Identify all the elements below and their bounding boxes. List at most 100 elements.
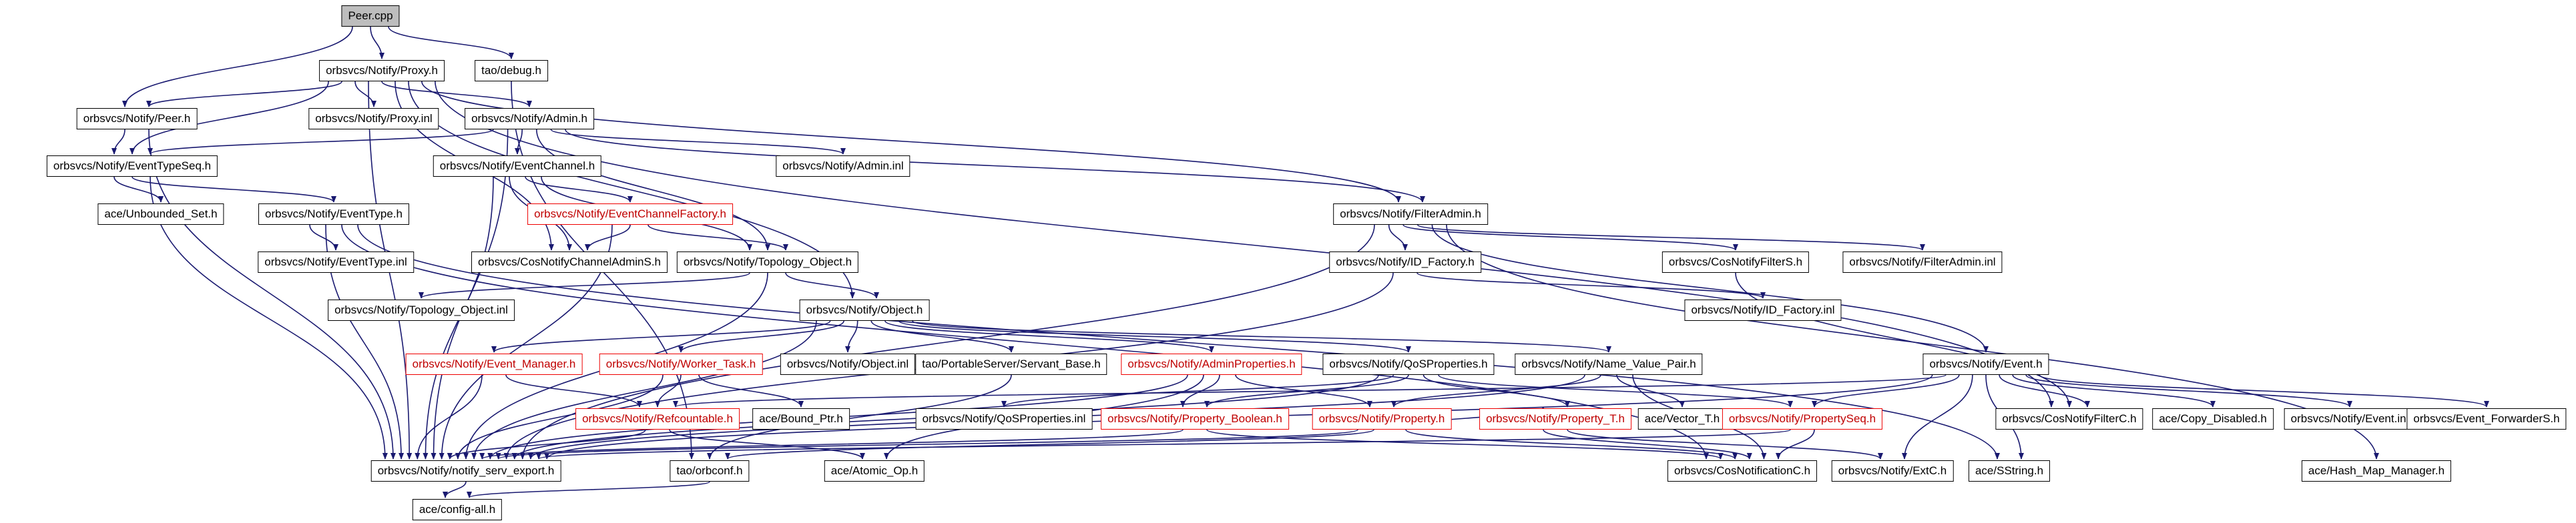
graph-node-proxy_h[interactable]: orbsvcs/Notify/Proxy.h — [319, 60, 445, 82]
include-edge-peer_h-to-eventtypeseq_h — [111, 129, 125, 155]
graph-node-debug_h[interactable]: tao/debug.h — [475, 60, 548, 82]
graph-node-peer_cpp: Peer.cpp — [341, 5, 400, 27]
graph-node-atomic_op_h[interactable]: ace/Atomic_Op.h — [824, 460, 925, 482]
include-edge-eventtypeseq_h-to-unbounded_set_h — [113, 176, 164, 203]
graph-node-eventchannelfactory_h[interactable]: orbsvcs/Notify/EventChannelFactory.h — [527, 203, 733, 225]
include-edge-topology_object_h-to-topology_object_inl — [419, 272, 750, 299]
include-edge-property_t_h-to-extc_h — [1567, 429, 1883, 460]
include-edge-admin_h-to-eventtypeseq_h — [148, 129, 494, 155]
graph-node-topology_object_h[interactable]: orbsvcs/Notify/Topology_Object.h — [676, 251, 859, 274]
include-edge-property_h-to-orbconf_h — [725, 429, 1374, 460]
include-edge-eventtype_h-to-eventtype_inl — [309, 224, 338, 251]
graph-node-worker_task_h[interactable]: orbsvcs/Notify/Worker_Task.h — [599, 354, 763, 376]
graph-node-cosnotifyfilterc_h[interactable]: orbsvcs/CosNotifyFilterC.h — [1995, 408, 2143, 430]
graph-node-adminproperties_h[interactable]: orbsvcs/Notify/AdminProperties.h — [1121, 354, 1302, 376]
include-edge-event_h-to-event_forwarders_h — [2039, 374, 2489, 408]
include-edge-eventchannelfactory_h-to-topology_object_h — [648, 224, 788, 251]
graph-node-admin_inl[interactable]: orbsvcs/Notify/Admin.inl — [776, 155, 911, 177]
include-edge-object_h-to-worker_task_h — [678, 320, 844, 353]
graph-node-orbconf_h[interactable]: tao/orbconf.h — [670, 460, 750, 482]
include-edge-filteradmin_h-to-notify_serv_export_h — [519, 224, 1375, 460]
include-edge-proxy_h-to-peer_h — [146, 81, 342, 107]
graph-node-id_factory_inl[interactable]: orbsvcs/Notify/ID_Factory.inl — [1684, 300, 1842, 322]
graph-node-event_forwarders_h[interactable]: orbsvcs/Event_ForwarderS.h — [2406, 408, 2567, 430]
graph-node-servant_base_h[interactable]: tao/PortableServer/Servant_Base.h — [915, 354, 1107, 376]
include-edge-event_h-to-cosnotifyfilterc_h — [1999, 374, 2090, 408]
graph-node-object_inl[interactable]: orbsvcs/Notify/Object.inl — [780, 354, 916, 376]
graph-node-event_inl[interactable]: orbsvcs/Notify/Event.inl — [2284, 408, 2416, 430]
include-edge-servant_base_h-to-orbconf_h — [707, 374, 1012, 460]
include-edge-admin_h-to-admin_inl — [550, 129, 846, 155]
graph-node-bound_ptr_h[interactable]: ace/Bound_Ptr.h — [752, 408, 850, 430]
include-edge-propertyseq_h-to-notify_serv_export_h — [536, 429, 1791, 460]
graph-node-peer_h[interactable]: orbsvcs/Notify/Peer.h — [76, 108, 198, 130]
graph-node-qosproperties_inl[interactable]: orbsvcs/Notify/QoSProperties.inl — [915, 408, 1093, 430]
graph-node-cosnotifyfilters_h[interactable]: orbsvcs/CosNotifyFilterS.h — [1661, 251, 1810, 274]
graph-node-property_boolean_h[interactable]: orbsvcs/Notify/Property_Boolean.h — [1101, 408, 1289, 430]
include-edge-event_h-to-refcountable_h — [673, 374, 1947, 408]
include-edge-peer_cpp-to-proxy_h — [370, 26, 384, 59]
include-edge-filteradmin_h-to-filteradmin_inl — [1417, 224, 1925, 251]
graph-node-vector_t_h[interactable]: ace/Vector_T.h — [1637, 408, 1727, 430]
graph-node-proxy_inl[interactable]: orbsvcs/Notify/Proxy.inl — [308, 108, 439, 130]
graph-node-filteradmin_h[interactable]: orbsvcs/Notify/FilterAdmin.h — [1333, 203, 1488, 225]
graph-node-qosproperties_h[interactable]: orbsvcs/Notify/QoSProperties.h — [1322, 354, 1495, 376]
include-edge-proxy_h-to-filteradmin_h — [421, 81, 1401, 203]
include-edge-event_h-to-event_inl — [2025, 374, 2352, 408]
include-edge-eventtypeseq_h-to-eventtype_h — [132, 176, 336, 203]
graph-node-event_manager_h[interactable]: orbsvcs/Notify/Event_Manager.h — [405, 354, 583, 376]
include-edge-proxy_h-to-cosnotifyfilterc_h — [435, 81, 2054, 408]
graph-node-eventtype_inl[interactable]: orbsvcs/Notify/EventType.inl — [258, 251, 414, 274]
graph-node-config_all_h[interactable]: ace/config-all.h — [412, 499, 503, 521]
graph-node-hash_map_manager_h[interactable]: ace/Hash_Map_Manager.h — [2301, 460, 2452, 482]
graph-node-name_value_pair_h[interactable]: orbsvcs/Notify/Name_Value_Pair.h — [1515, 354, 1703, 376]
include-edge-eventchannel_h-to-eventchannelfactory_h — [525, 176, 633, 203]
graph-node-eventtype_h[interactable]: orbsvcs/Notify/EventType.h — [258, 203, 409, 225]
include-edge-property_h-to-cosnotificationc_h — [1405, 429, 1738, 460]
include-edge-proxy_h-to-admin_h — [381, 81, 532, 107]
graph-node-object_h[interactable]: orbsvcs/Notify/Object.h — [799, 300, 930, 322]
graph-node-copy_disabled_h[interactable]: ace/Copy_Disabled.h — [2152, 408, 2274, 430]
include-edge-event_manager_h-to-notify_serv_export_h — [415, 374, 483, 460]
include-edge-peer_cpp-to-debug_h — [388, 26, 514, 59]
include-edge-object_h-to-servant_base_h — [870, 320, 1014, 353]
include-edge-id_factory_h-to-id_factory_inl — [1416, 272, 1766, 299]
include-edge-object_h-to-adminproperties_h — [884, 320, 1214, 353]
graph-node-eventtypeseq_h[interactable]: orbsvcs/Notify/EventTypeSeq.h — [46, 155, 218, 177]
include-edge-object_h-to-object_inl — [845, 320, 858, 353]
include-edge-topology_object_h-to-object_h — [785, 272, 879, 299]
graph-node-eventchannel_h[interactable]: orbsvcs/Notify/EventChannel.h — [433, 155, 602, 177]
include-edge-object_h-to-name_value_pair_h — [912, 320, 1611, 353]
graph-node-admin_h[interactable]: orbsvcs/Notify/Admin.h — [465, 108, 594, 130]
graph-node-propertyseq_h[interactable]: orbsvcs/Notify/PropertySeq.h — [1722, 408, 1883, 430]
graph-node-refcountable_h[interactable]: orbsvcs/Notify/Refcountable.h — [575, 408, 740, 430]
include-edge-proxy_h-to-proxy_inl — [354, 81, 376, 107]
include-edge-filteradmin_h-to-event_h — [1431, 224, 1989, 353]
include-edge-object_h-to-qosproperties_h — [898, 320, 1411, 353]
include-edge-property_boolean_h-to-cosnotificationc_h — [1206, 429, 1724, 460]
include-edge-cosnotifyfilters_h-to-cosnotifyfilterc_h — [1735, 272, 2072, 408]
include-edge-eventtype_h-to-sstring_h — [357, 224, 2000, 460]
include-edge-worker_task_h-to-notify_serv_export_h — [455, 374, 664, 460]
include-edge-admin_h-to-topology_object_h — [536, 129, 770, 251]
include-edge-peer_cpp-to-peer_h — [122, 26, 353, 107]
graph-node-extc_h[interactable]: orbsvcs/Notify/ExtC.h — [1831, 460, 1954, 482]
include-edge-proxy_h-to-eventtypeseq_h — [130, 81, 329, 155]
graph-node-sstring_h[interactable]: ace/SString.h — [1968, 460, 2051, 482]
graph-node-topology_object_inl[interactable]: orbsvcs/Notify/Topology_Object.inl — [328, 300, 515, 322]
include-edge-eventtypeseq_h-to-notify_serv_export_h — [150, 176, 388, 460]
include-edge-notify_serv_export_h-to-config_all_h — [443, 481, 467, 498]
graph-node-property_t_h[interactable]: orbsvcs/Notify/Property_T.h — [1479, 408, 1631, 430]
graph-node-notify_serv_export_h[interactable]: orbsvcs/Notify/notify_serv_export.h — [370, 460, 561, 482]
include-edge-admin_h-to-eventchannel_h — [515, 129, 523, 155]
graph-node-filteradmin_inl[interactable]: orbsvcs/Notify/FilterAdmin.inl — [1842, 251, 2003, 274]
graph-node-property_h[interactable]: orbsvcs/Notify/Property.h — [1312, 408, 1452, 430]
include-edge-event_h-to-extc_h — [1902, 374, 1973, 460]
graph-node-event_h[interactable]: orbsvcs/Notify/Event.h — [1922, 354, 2049, 376]
graph-node-unbounded_set_h[interactable]: ace/Unbounded_Set.h — [97, 203, 224, 225]
graph-node-cosnotifychanneladmins_h[interactable]: orbsvcs/CosNotifyChannelAdminS.h — [471, 251, 668, 274]
include-edge-event_h-to-propertyseq_h — [1812, 374, 1960, 408]
graph-node-cosnotificationc_h[interactable]: orbsvcs/CosNotificationC.h — [1667, 460, 1818, 482]
graph-node-id_factory_h[interactable]: orbsvcs/Notify/ID_Factory.h — [1329, 251, 1481, 274]
